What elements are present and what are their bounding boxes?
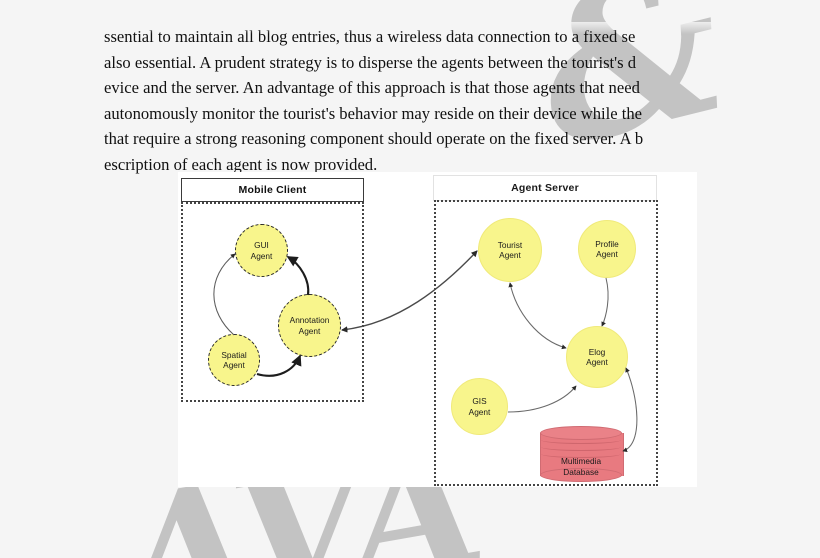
agent-node-spatial[interactable]: Spatial Agent bbox=[208, 334, 260, 386]
cylinder-ridge bbox=[541, 450, 621, 458]
agent-label-line1: Profile bbox=[595, 238, 619, 249]
paragraph-line: autonomously monitor the tourist's behav… bbox=[104, 103, 643, 123]
agent-label-line1: Elog bbox=[588, 346, 606, 357]
panel-title-agent-server: Agent Server bbox=[433, 175, 657, 201]
database-label-line1: Multimedia bbox=[560, 456, 602, 466]
agent-label-line1: Annotation bbox=[289, 315, 330, 325]
paragraph-line: evice and the server. An advantage of th… bbox=[104, 78, 640, 98]
panel-boundary-agent-server bbox=[434, 200, 658, 486]
agent-node-profile[interactable]: Profile Agent bbox=[578, 220, 636, 278]
agent-node-blog[interactable]: Elog Agent bbox=[566, 326, 628, 388]
agent-label-line1: Spatial bbox=[221, 349, 247, 360]
database-node-multimedia[interactable]: Multimedia Database bbox=[540, 426, 624, 482]
agent-node-gis[interactable]: GIS Agent bbox=[451, 378, 508, 435]
agent-label-line2: Agent bbox=[468, 406, 491, 417]
cylinder-bottom bbox=[540, 468, 622, 482]
agent-label-line2: Agent bbox=[298, 325, 321, 336]
paragraph-line: that require a strong reasoning componen… bbox=[104, 129, 644, 149]
agent-label-line2: Agent bbox=[223, 360, 245, 370]
agent-label-line1: GIS bbox=[472, 396, 487, 406]
agent-label-line2: Agent bbox=[250, 250, 273, 261]
paragraph-line: also essential. A prudent strategy is to… bbox=[104, 52, 637, 72]
panel-title-mobile-client: Mobile Client bbox=[181, 178, 364, 202]
paragraph-line: escription of each agent is now provided… bbox=[104, 154, 378, 174]
body-paragraph: ssential to maintain all blog entries, t… bbox=[104, 24, 804, 178]
paragraph-line: ssential to maintain all blog entries, t… bbox=[104, 27, 636, 46]
architecture-figure: Mobile Client Agent Server bbox=[178, 172, 697, 487]
database-label: Multimedia Database bbox=[540, 456, 622, 477]
database-label-line2: Database bbox=[563, 466, 599, 477]
agent-label-line1: Tourist bbox=[497, 239, 523, 250]
agent-label-line2: Agent bbox=[586, 357, 608, 367]
agent-label-line2: Agent bbox=[596, 249, 618, 259]
agent-label-line2: Agent bbox=[499, 250, 521, 260]
agent-node-tourist[interactable]: Tourist Agent bbox=[478, 218, 542, 282]
agent-node-annotation[interactable]: Annotation Agent bbox=[278, 294, 341, 357]
agent-label-line1: GUI bbox=[254, 240, 269, 250]
agent-node-gui[interactable]: GUI Agent bbox=[235, 224, 288, 277]
